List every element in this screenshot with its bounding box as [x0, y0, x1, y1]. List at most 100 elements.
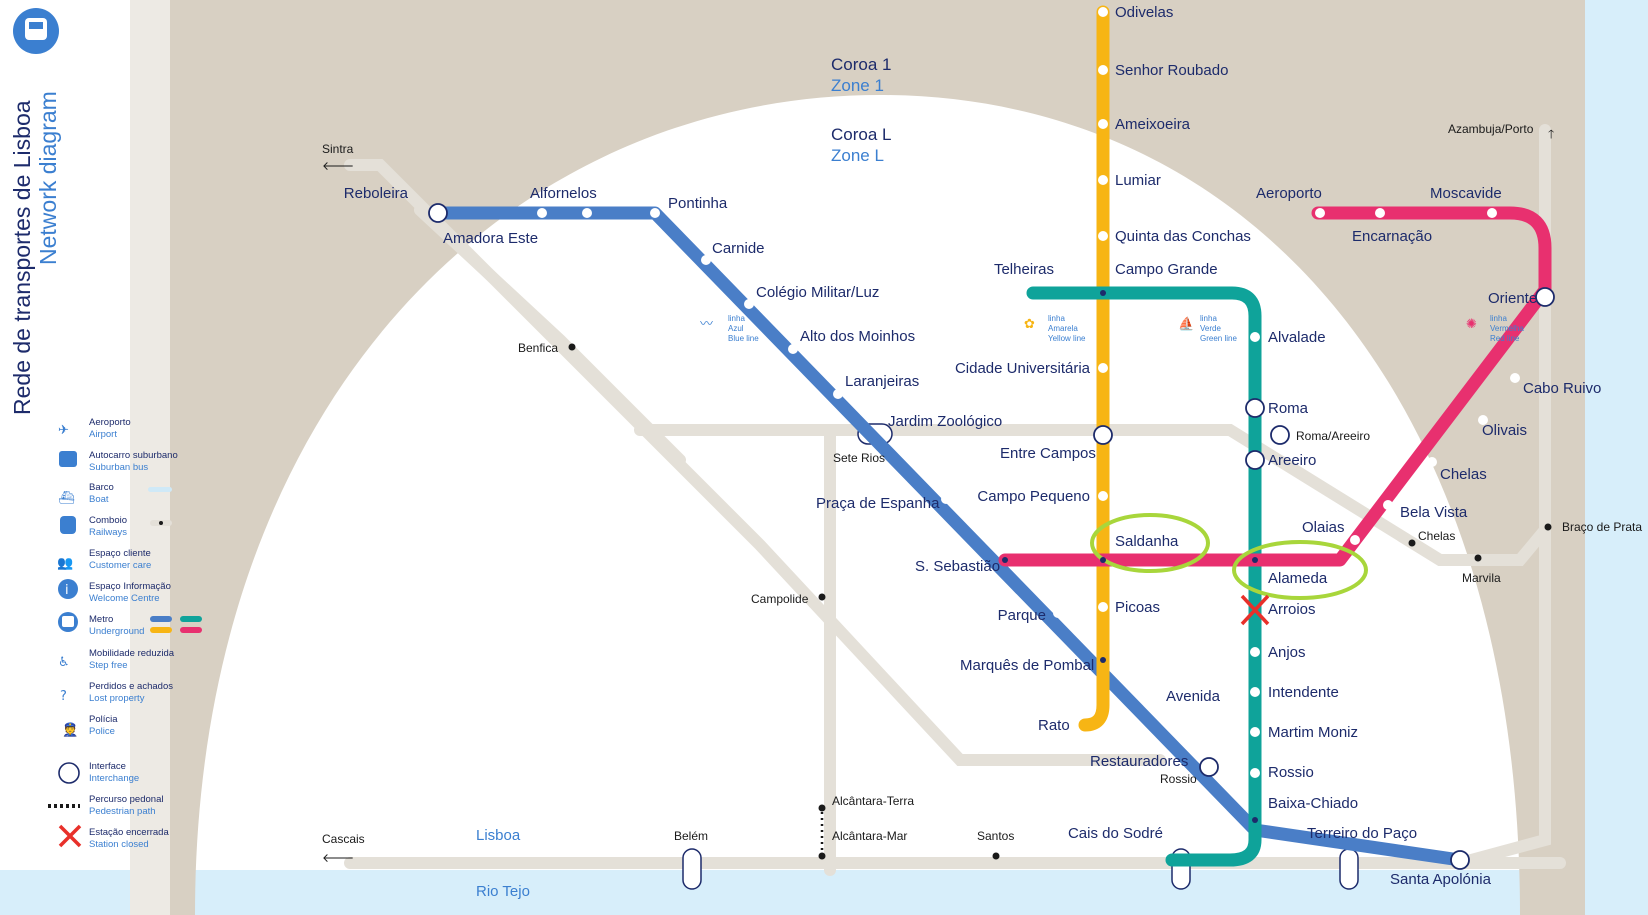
zone-1-pt: Coroa 1 — [831, 55, 891, 74]
station-avenida[interactable]: Avenida — [1166, 688, 1221, 705]
station-s-sebastiao[interactable]: S. Sebastião — [915, 558, 1000, 575]
rossio-interchange — [1199, 757, 1219, 777]
svg-text:Estação encerrada: Estação encerrada — [89, 827, 169, 838]
station-bela-vista[interactable]: Bela Vista — [1400, 504, 1468, 521]
rail-benfica — [414, 204, 686, 466]
rail-alcantara-mar: Alcântara-Mar — [832, 829, 907, 843]
station-restauradores[interactable]: Restauradores — [1090, 753, 1188, 770]
station-quinta-conchas[interactable]: Quinta das Conchas — [1115, 228, 1251, 245]
station-chelas[interactable]: Chelas — [1440, 466, 1487, 483]
station-olaias[interactable]: Olaias — [1302, 519, 1345, 536]
station-areeiro[interactable]: Areeiro — [1268, 452, 1316, 469]
svg-text:Blue line: Blue line — [728, 334, 759, 343]
svg-text:Customer care: Customer care — [89, 560, 151, 571]
station-cidade-universitaria[interactable]: Cidade Universitária — [955, 360, 1091, 377]
station-odivelas[interactable]: Odivelas — [1115, 4, 1173, 21]
title-en: Network diagram — [35, 91, 61, 265]
rail-sete-rios: Sete Rios — [833, 451, 885, 465]
station-olivais[interactable]: Olivais — [1482, 422, 1527, 439]
legend-item: 👮 Polícia Police — [62, 714, 118, 738]
station-martim-moniz[interactable]: Martim Moniz — [1268, 724, 1358, 741]
line-badge-vermelha: ✺ linha Vermelha Red line — [1466, 314, 1524, 343]
rail-azambuja-porto: Azambuja/Porto — [1448, 122, 1534, 136]
station-rato[interactable]: Rato — [1038, 717, 1070, 734]
rail-santos: Santos — [977, 829, 1014, 843]
seagull-icon: 〰 — [700, 317, 713, 332]
station-campo-pequeno[interactable]: Campo Pequeno — [977, 488, 1090, 505]
svg-text:Espaço Informação: Espaço Informação — [89, 581, 171, 592]
station-alvalade[interactable]: Alvalade — [1268, 329, 1326, 346]
station-laranjeiras[interactable]: Laranjeiras — [845, 373, 919, 390]
station-senhor-roubado[interactable]: Senhor Roubado — [1115, 62, 1228, 79]
title-pt: Rede de transportes de Lisboa — [9, 100, 35, 415]
svg-text:linha: linha — [728, 314, 745, 323]
interchange-dots — [428, 203, 1555, 870]
santa-apolonia-interchange — [1450, 850, 1470, 870]
rail-braco-prata — [1454, 524, 1551, 869]
station-picoas[interactable]: Picoas — [1115, 599, 1160, 616]
svg-text:Verde: Verde — [1200, 324, 1221, 333]
rail-cascais: Cascais — [322, 832, 365, 846]
legend-item: Estação encerrada Station closed — [58, 824, 169, 850]
station-cais-sodre[interactable]: Cais do Sodré — [1068, 825, 1163, 842]
svg-text:Azul: Azul — [728, 324, 744, 333]
line-verde — [1026, 286, 1262, 867]
roma-areeiro-interchange — [1270, 425, 1290, 445]
svg-text:Amarela: Amarela — [1048, 324, 1078, 333]
station-moscavide[interactable]: Moscavide — [1430, 185, 1502, 202]
station-pontinha[interactable]: Pontinha — [668, 195, 728, 212]
station-parque[interactable]: Parque — [998, 607, 1046, 624]
station-alameda[interactable]: Alameda — [1268, 570, 1328, 587]
station-saldanha[interactable]: Saldanha — [1115, 533, 1179, 550]
station-telheiras[interactable]: Telheiras — [994, 261, 1054, 278]
station-carnide[interactable]: Carnide — [712, 240, 765, 257]
station-colegio-militar[interactable]: Colégio Militar/Luz — [756, 284, 879, 301]
station-entre-campos[interactable]: Entre Campos — [1000, 445, 1096, 462]
station-encarnacao[interactable]: Encarnação — [1352, 228, 1432, 245]
legend-item: i Espaço Informação Welcome Centre — [58, 579, 171, 604]
river-bottom — [0, 870, 1648, 915]
station-baixa-chiado[interactable]: Baixa-Chiado — [1268, 795, 1358, 812]
svg-text:linha: linha — [1490, 314, 1507, 323]
line-badge-azul: 〰 linha Azul Blue line — [700, 314, 759, 343]
station-roma[interactable]: Roma — [1268, 400, 1309, 417]
station-reboleira[interactable]: Reboleira — [344, 185, 409, 202]
station-alto-moinhos[interactable]: Alto dos Moinhos — [800, 328, 915, 345]
station-aeroporto[interactable]: Aeroporto — [1256, 185, 1322, 202]
station-rossio[interactable]: Rossio — [1268, 764, 1314, 781]
station-campo-grande[interactable]: Campo Grande — [1115, 261, 1218, 278]
station-oriente[interactable]: Oriente — [1488, 290, 1537, 307]
legend-item: Interface Interchange — [58, 761, 139, 784]
svg-text:Underground: Underground — [89, 626, 144, 637]
station-santa-apolonia[interactable]: Santa Apolónia — [1390, 871, 1492, 888]
station-amadora-este[interactable]: Amadora Este — [443, 230, 538, 247]
boat-icon: ⛴ — [58, 490, 75, 506]
zone-l-pt: Coroa L — [831, 125, 891, 144]
zone-fade — [130, 0, 170, 915]
svg-text:Autocarro suburbano: Autocarro suburbano — [89, 450, 178, 461]
station-jardim-zoologico[interactable]: Jardim Zoológico — [888, 413, 1002, 430]
svg-text:Welcome Centre: Welcome Centre — [89, 593, 160, 604]
svg-text:i: i — [65, 583, 69, 598]
transfer-dots — [1002, 290, 1258, 823]
station-intendente[interactable]: Intendente — [1268, 684, 1339, 701]
station-ameixoeira[interactable]: Ameixoeira — [1115, 116, 1191, 133]
station-alfornelos[interactable]: Alfornelos — [530, 185, 597, 202]
station-arroios[interactable]: Arroios — [1268, 601, 1316, 618]
station-terreiro-paco[interactable]: Terreiro do Paço — [1307, 825, 1417, 842]
svg-text:Aeroporto: Aeroporto — [89, 417, 131, 428]
station-lumiar[interactable]: Lumiar — [1115, 172, 1161, 189]
lost-property-icon: ? — [60, 689, 67, 704]
rail-benfica: Benfica — [518, 341, 558, 355]
svg-text:Perdidos e achados: Perdidos e achados — [89, 681, 173, 692]
wheelchair-icon: ♿ — [58, 655, 70, 670]
svg-text:Boat: Boat — [89, 494, 109, 505]
reboleira-interchange — [428, 203, 448, 223]
station-praca-espanha[interactable]: Praça de Espanha — [816, 495, 940, 512]
station-cabo-ruivo[interactable]: Cabo Ruivo — [1523, 380, 1601, 397]
svg-text:Barco: Barco — [89, 482, 114, 493]
station-anjos[interactable]: Anjos — [1268, 644, 1306, 661]
closed-station-icon — [1240, 594, 1270, 626]
station-marques-pombal[interactable]: Marquês de Pombal — [960, 657, 1094, 674]
